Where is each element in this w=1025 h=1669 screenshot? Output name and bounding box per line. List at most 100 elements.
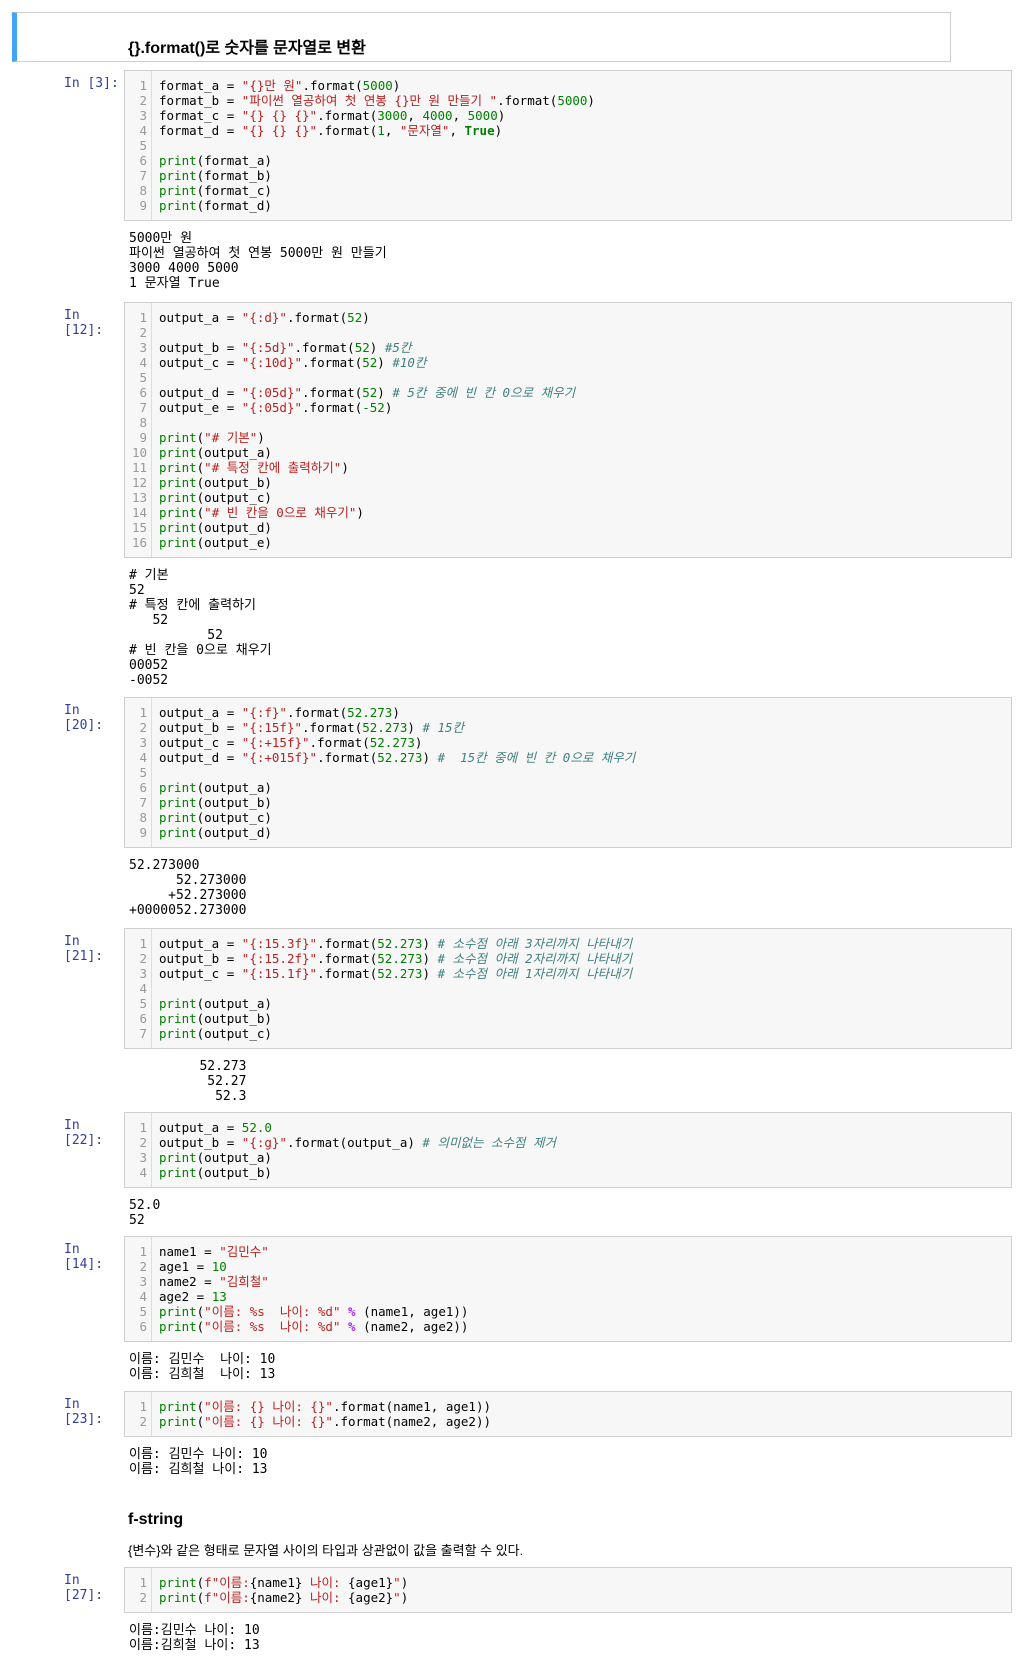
- code-token: print: [159, 1399, 197, 1414]
- line-number-gutter: [151, 303, 152, 557]
- line-number: 7: [139, 1026, 147, 1041]
- code-token: output_c =: [159, 966, 242, 981]
- code-source: output_c = "{:+15f}".format(52.273): [159, 735, 422, 750]
- code-token: output_a =: [159, 310, 242, 325]
- output-line: 52: [129, 628, 223, 643]
- line-number: 1: [139, 310, 147, 325]
- line-number: 2: [139, 951, 147, 966]
- code-source: print("이름: %s 나이: %d" % (name1, age1)): [159, 1304, 468, 1319]
- code-token: output_b =: [159, 1135, 242, 1150]
- output-line: 이름:김민수 나이: 10: [129, 1623, 260, 1638]
- cell-prompt: In [27]:: [64, 1573, 104, 1603]
- output-line: 52.273000: [129, 858, 200, 873]
- output-line: 52.3: [129, 1089, 247, 1104]
- line-number: 4: [139, 981, 147, 996]
- code-token: "{:g}": [241, 1135, 287, 1150]
- line-number-gutter: [151, 698, 152, 847]
- code-token: age2 =: [159, 1289, 212, 1304]
- line-number: 7: [139, 400, 147, 415]
- code-token: output_b =: [159, 340, 242, 355]
- code-source: print(output_b): [159, 1165, 272, 1180]
- code-token: (output_e): [196, 535, 272, 550]
- code-source: output_b = "{:15.2f}".format(52.273) # 소…: [159, 951, 632, 966]
- code-source: print(output_a): [159, 780, 272, 795]
- line-number: 9: [139, 430, 147, 445]
- cell-prompt: In [23]:: [64, 1397, 104, 1427]
- code-token: # 의미없는 소수점 제거: [422, 1135, 557, 1150]
- code-token: output_a =: [159, 936, 242, 951]
- code-token: 52.273: [377, 966, 423, 981]
- code-token: # 소수점 아래 2자리까지 나타내기: [437, 951, 633, 966]
- code-token: (output_b): [196, 795, 272, 810]
- line-number: 9: [139, 198, 147, 213]
- line-number: 8: [139, 415, 147, 430]
- line-number: 6: [139, 1011, 147, 1026]
- code-token: (format_a): [196, 153, 272, 168]
- code-token: "{:15.2f}": [241, 951, 318, 966]
- code-source: print("# 특정 칸에 출력하기"): [159, 460, 349, 475]
- code-source: print(format_b): [159, 168, 272, 183]
- code-token: .format(: [286, 310, 348, 325]
- code-token: ): [422, 750, 438, 765]
- code-token: print: [159, 1304, 197, 1319]
- fstring-heading: f-string: [128, 1511, 184, 1528]
- code-token: 나이:: [302, 1575, 349, 1590]
- code-token: "김희철": [219, 1274, 269, 1289]
- line-number: 4: [139, 355, 147, 370]
- code-token: 5000: [557, 93, 588, 108]
- markdown-header-cell[interactable]: [12, 12, 951, 62]
- code-token: "{:15f}": [241, 720, 303, 735]
- line-number-gutter: [151, 1237, 152, 1341]
- output-line: 이름: 김민수 나이: 10: [129, 1447, 268, 1462]
- code-token: ): [587, 93, 595, 108]
- code-source: print("# 기본"): [159, 430, 265, 445]
- code-token: (format_d): [196, 198, 272, 213]
- line-number: 1: [139, 705, 147, 720]
- code-token: format_b =: [159, 93, 242, 108]
- line-number: 10: [131, 445, 147, 460]
- code-token: (format_c): [196, 183, 272, 198]
- code-source: print(output_d): [159, 520, 272, 535]
- code-token: ): [257, 430, 265, 445]
- code-token: {name1}: [249, 1575, 303, 1590]
- output-line: 3000 4000 5000: [129, 261, 239, 276]
- code-token: # 15칸: [422, 720, 465, 735]
- code-token: print: [159, 996, 197, 1011]
- code-token: "김민수": [219, 1244, 269, 1259]
- code-token: output_d =: [159, 385, 242, 400]
- code-token: .format(: [317, 966, 378, 981]
- code-token: ): [494, 123, 503, 138]
- code-token: .format(: [294, 340, 355, 355]
- code-token: print: [159, 183, 197, 198]
- code-token: 1: [377, 123, 385, 138]
- code-source: print(format_d): [159, 198, 272, 213]
- code-token: (output_d): [196, 520, 272, 535]
- line-number: 2: [139, 1590, 147, 1605]
- code-source: print("이름: %s 나이: %d" % (name2, age2)): [159, 1319, 468, 1334]
- code-token: (: [196, 1590, 205, 1605]
- code-token: print: [159, 780, 197, 795]
- code-token: "{} {} {}": [241, 123, 318, 138]
- code-source: output_b = "{:15f}".format(52.273) # 15칸: [159, 720, 464, 735]
- code-token: print: [159, 535, 197, 550]
- line-number: 7: [139, 795, 147, 810]
- line-number: 5: [139, 1304, 147, 1319]
- line-number: 3: [139, 108, 147, 123]
- output-line: # 빈 칸을 0으로 채우기: [129, 643, 272, 658]
- code-source: output_e = "{:05d}".format(-52): [159, 400, 392, 415]
- line-number: 1: [139, 1399, 147, 1414]
- code-token: 52.0: [241, 1120, 272, 1135]
- code-token: print: [159, 153, 197, 168]
- code-token: ,: [407, 108, 423, 123]
- code-token: 52: [347, 310, 363, 325]
- output-line: 00052: [129, 658, 169, 673]
- line-number-gutter: [151, 1113, 152, 1187]
